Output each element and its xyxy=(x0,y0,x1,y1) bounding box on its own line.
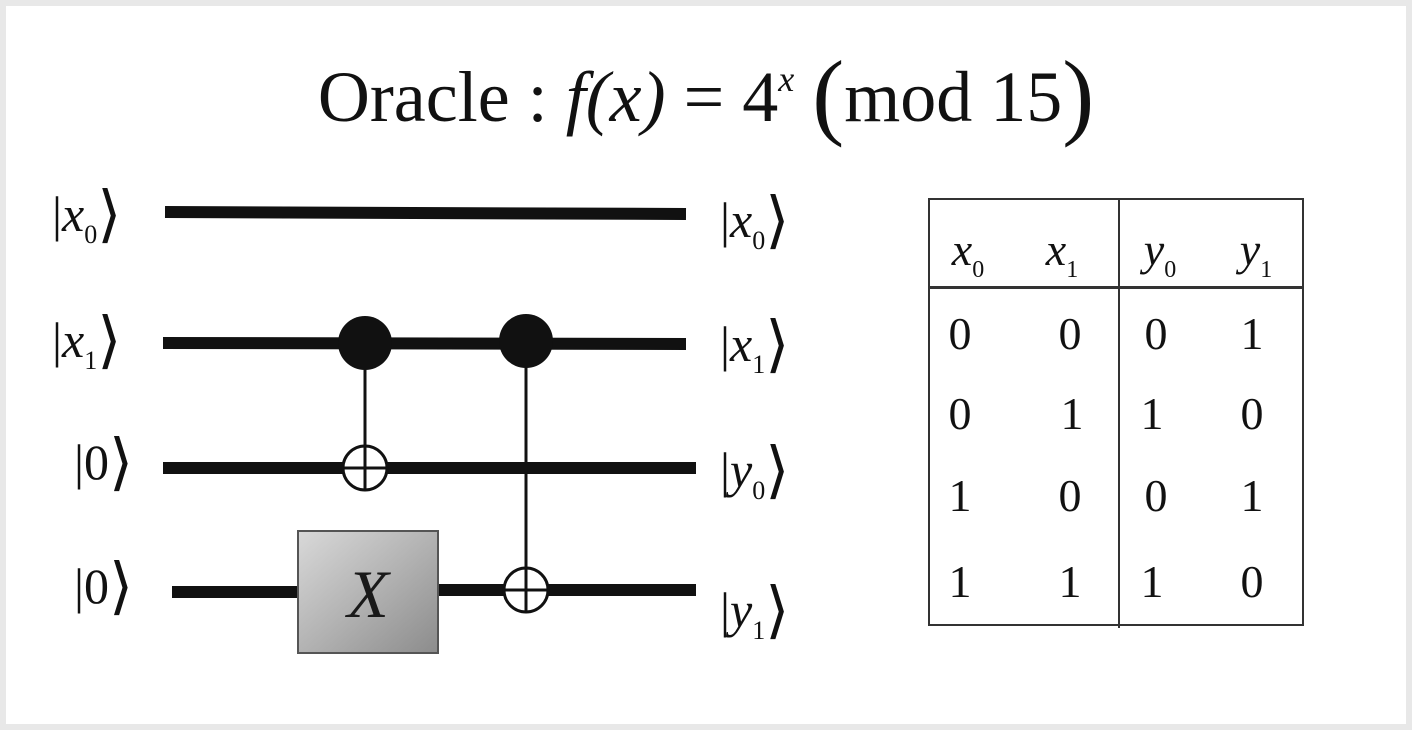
x-gate-label: X xyxy=(344,556,391,632)
ket-symbol: x xyxy=(730,316,753,372)
slide-title: Oracle : f(x) = 4x (mod 15) xyxy=(0,34,1412,143)
table-cell: 1 xyxy=(1140,388,1164,439)
output-ket-y0: |y0⟩ xyxy=(720,437,790,505)
table-cell: 0 xyxy=(948,388,972,439)
table-cell: 0 xyxy=(1058,470,1082,521)
table-cell: 1 xyxy=(948,470,972,521)
ket-subscript: 1 xyxy=(752,350,766,379)
table-cell: 1 xyxy=(1058,556,1082,607)
title-function: f xyxy=(565,57,586,137)
title-prefix: Oracle : xyxy=(317,57,566,137)
input-ket-zero-b: |0⟩ xyxy=(74,553,134,621)
table-cell: 1 xyxy=(948,556,972,607)
input-ket-x0: |x0⟩ xyxy=(52,181,122,249)
ket-symbol: y xyxy=(730,582,753,638)
ket-symbol: x xyxy=(62,186,85,242)
table-cell: 1 xyxy=(1060,388,1084,439)
ket-symbol: 0 xyxy=(84,434,110,490)
header-y1: y1 xyxy=(1239,224,1273,283)
x-gate-box xyxy=(297,530,439,654)
right-paren: ) xyxy=(1062,41,1095,148)
title-equals: = 4 xyxy=(665,57,779,137)
table-cell: 1 xyxy=(1240,308,1264,359)
ket-symbol: 0 xyxy=(84,558,110,614)
ket-subscript: 0 xyxy=(752,226,766,255)
header-x1: x1 xyxy=(1045,224,1079,283)
output-ket-y1: |y1⟩ xyxy=(720,577,790,645)
table-cell: 1 xyxy=(1140,556,1164,607)
ket-subscript: 0 xyxy=(84,220,98,249)
table-column-divider xyxy=(1118,200,1120,628)
input-ket-zero-a: |0⟩ xyxy=(74,429,134,497)
ket-subscript: 0 xyxy=(752,476,766,505)
cnot-2-control-dot xyxy=(499,314,553,368)
table-header-divider xyxy=(930,286,1302,289)
output-ket-x1: |x1⟩ xyxy=(720,311,790,379)
table-cell: 0 xyxy=(1144,308,1168,359)
table-cell: 0 xyxy=(1240,388,1264,439)
cnot-1-control-dot xyxy=(338,316,392,370)
table-cell: 0 xyxy=(1240,556,1264,607)
wire-x1 xyxy=(162,337,687,350)
input-ket-x1: |x1⟩ xyxy=(52,307,122,375)
ket-symbol: x xyxy=(730,192,753,248)
table-cell: 1 xyxy=(1240,470,1264,521)
wire-x0 xyxy=(164,206,687,220)
table-cell: 0 xyxy=(1058,308,1082,359)
table-cell: 0 xyxy=(1144,470,1168,521)
ket-symbol: x xyxy=(62,312,85,368)
ket-subscript: 1 xyxy=(84,346,98,375)
ket-symbol: y xyxy=(730,442,753,498)
title-mod: mod 15 xyxy=(844,57,1063,137)
header-y0: y0 xyxy=(1143,224,1177,283)
table-cell: 0 xyxy=(948,308,972,359)
ket-subscript: 1 xyxy=(752,616,766,645)
truth-table: x0 x1 y0 y1 0 0 0 1 0 1 1 0 1 0 0 1 1 1 … xyxy=(928,198,1304,628)
left-paren: ( xyxy=(812,41,845,148)
title-exponent: x xyxy=(778,59,795,99)
output-ket-x0: |x0⟩ xyxy=(720,187,790,255)
title-argument: (x) xyxy=(585,57,666,137)
header-x0: x0 xyxy=(951,224,985,283)
